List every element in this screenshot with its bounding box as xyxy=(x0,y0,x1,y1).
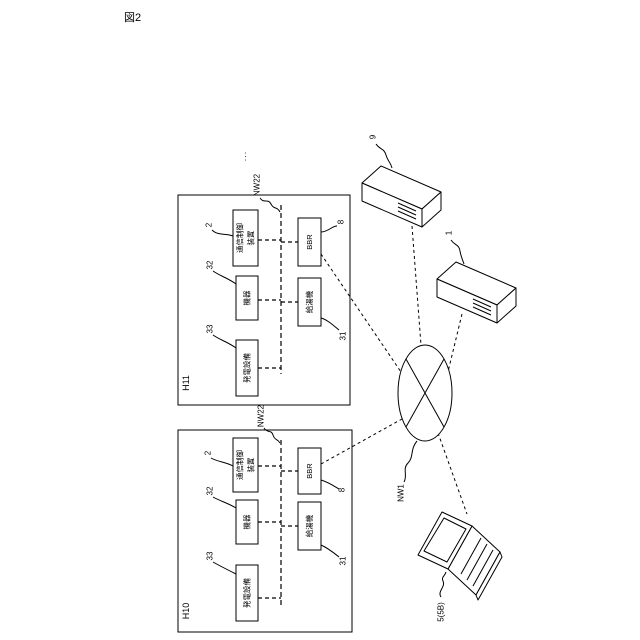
house-h10-router-ref: 8 xyxy=(338,487,347,492)
house-h10-comm-controller-ref: 2 xyxy=(204,450,213,455)
link-server1-to-nw1 xyxy=(447,314,462,376)
house-h10-appliance-name: 機器 xyxy=(242,514,252,529)
house-h10-appliance-ref: 32 xyxy=(206,486,215,495)
house-h11-label: H11 xyxy=(181,375,191,391)
network-nw1: NW1 xyxy=(397,345,453,502)
house-h11-water-heater-ref: 31 xyxy=(339,331,348,340)
house-h10-generator-ref: 33 xyxy=(206,551,215,560)
house-h10-comm-controller-line2: 装置 xyxy=(246,457,256,472)
house-h11-water-heater-name: 給湯機 xyxy=(304,290,314,313)
house-h10-nw22-label: NW22 xyxy=(257,404,266,427)
house-h10-label: H10 xyxy=(181,603,191,620)
house-h11-comm-controller-line1: 通信制御 xyxy=(235,223,245,253)
house-h10-water-heater-name: 給湯機 xyxy=(304,514,314,537)
figure-label: 図2 xyxy=(124,11,141,24)
server-1: 1 xyxy=(437,230,516,323)
terminal-laptop: 5(5B) xyxy=(418,512,502,622)
link-server9-to-nw1 xyxy=(412,226,421,345)
house-h11-comm-controller-line2: 装置 xyxy=(246,230,256,245)
network-nw1-label: NW1 xyxy=(397,484,406,502)
house-h10-router-name: BBR xyxy=(305,463,314,479)
house-h11-router-ref: 8 xyxy=(337,219,346,224)
house-h10-boundary xyxy=(178,430,352,632)
house-h11-comm-controller-ref: 2 xyxy=(205,222,214,227)
house-h11-generator-name: 発電設備 xyxy=(242,353,252,383)
terminal-leader xyxy=(440,572,446,597)
house-h10: H10 NW22 通信制御 装置 2 機器 32 発電設備 33 BBR 8 xyxy=(178,404,352,632)
house-h11-router-name: BBR xyxy=(305,234,314,250)
server-9-leader xyxy=(376,144,392,168)
server-1-leader xyxy=(451,240,464,264)
server-1-ref: 1 xyxy=(445,230,454,235)
link-nw1-to-terminal xyxy=(438,433,467,514)
network-nw1-leader xyxy=(404,441,417,482)
house-h10-comm-controller-line1: 通信制御 xyxy=(235,450,245,480)
more-houses-mark: ... xyxy=(238,151,248,162)
house-h10-generator-name: 発電設備 xyxy=(242,578,252,608)
house-h11-appliance-name: 機器 xyxy=(242,290,252,305)
terminal-ref: 5(5B) xyxy=(437,602,446,622)
house-h10-water-heater-ref: 31 xyxy=(339,556,348,565)
house-h11-appliance-ref: 32 xyxy=(206,260,215,269)
house-h11-generator-ref: 33 xyxy=(206,324,215,333)
server-9: 9 xyxy=(362,134,441,227)
house-h11: H11 NW22 通信制御 装置 2 機器 32 発電設備 33 BBR 8 xyxy=(178,173,350,405)
house-h11-nw22-label: NW22 xyxy=(253,173,262,196)
server-9-ref: 9 xyxy=(369,134,378,139)
